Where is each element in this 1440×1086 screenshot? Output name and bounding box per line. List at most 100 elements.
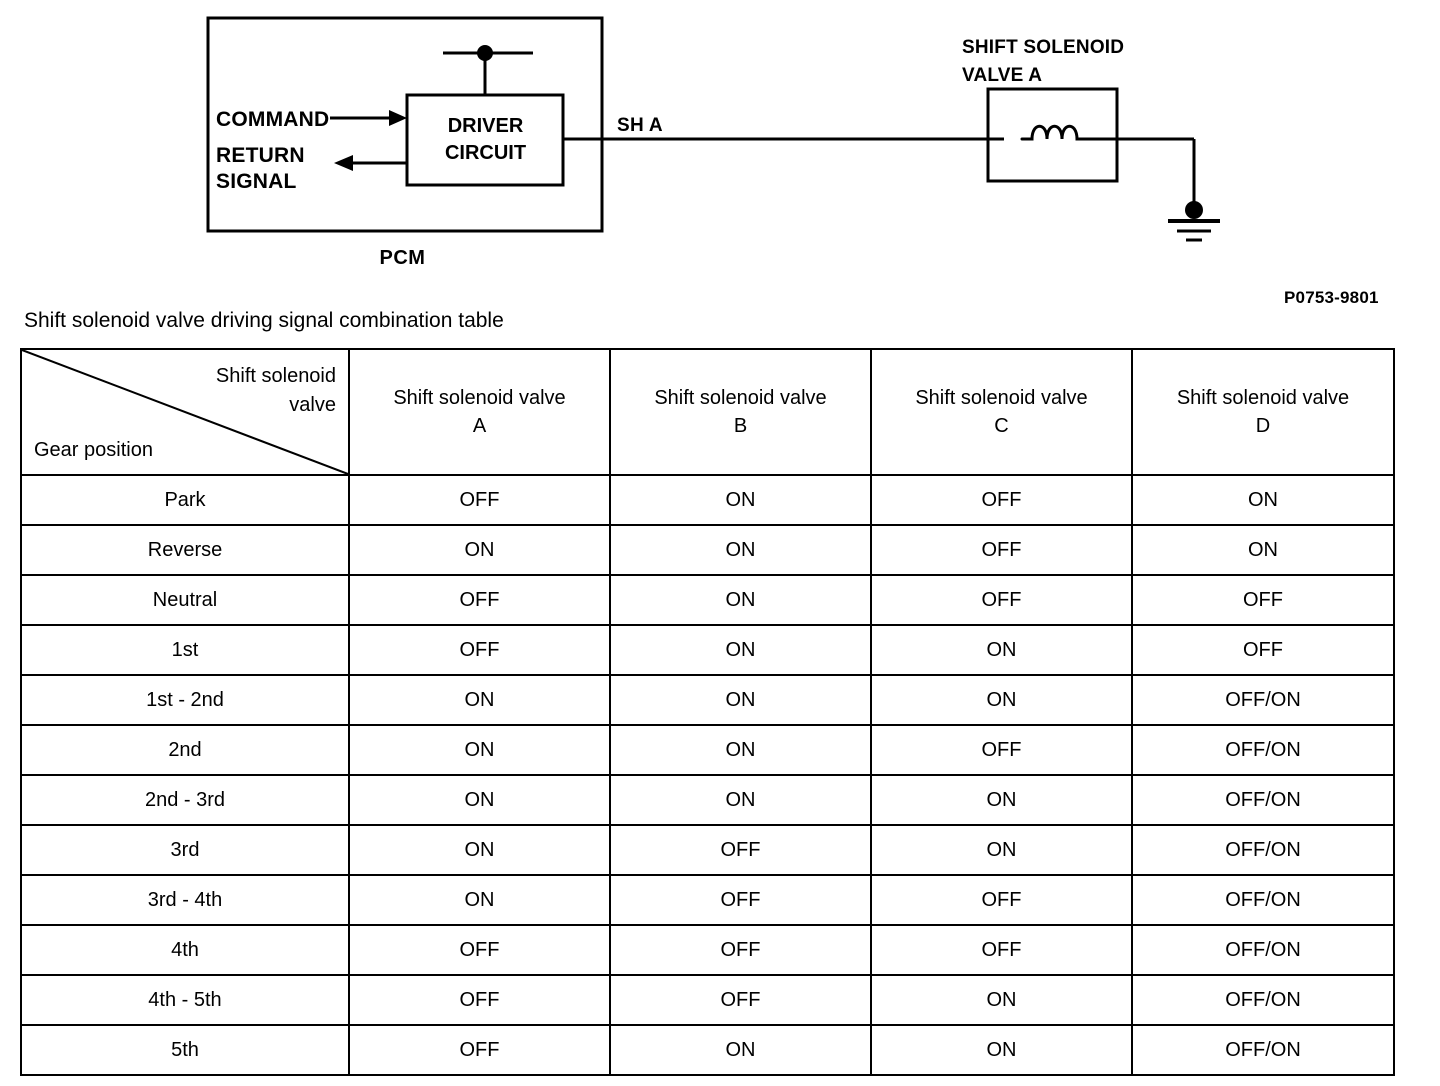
valve-b-state-cell: OFF: [609, 924, 872, 976]
valve-c-state-cell: ON: [870, 1024, 1133, 1076]
column-header-valve-c-line2: C: [994, 415, 1009, 437]
arrow-right-icon: [389, 110, 407, 126]
valve-d-state-cell: OFF: [1131, 624, 1395, 676]
valve-d-state-cell: OFF/ON: [1131, 824, 1395, 876]
valve-c-state-cell: OFF: [870, 474, 1133, 526]
gear-position-cell: Reverse: [20, 524, 350, 576]
command-label: COMMAND: [216, 108, 330, 131]
valve-b-state-cell: ON: [609, 524, 872, 576]
circuit-schematic-svg: [206, 16, 1220, 242]
valve-c-state-cell: ON: [870, 974, 1133, 1026]
pcm-label: PCM: [379, 247, 426, 269]
diagonal-divider-icon: [22, 350, 348, 474]
valve-a-state-cell: ON: [348, 824, 611, 876]
column-header-valve-d-line1: Shift solenoid valve: [1176, 387, 1350, 409]
column-axis-label: Shift solenoid valve: [215, 365, 336, 416]
gear-position-cell: 5th: [20, 1024, 350, 1076]
driver-circuit-label: DRIVER CIRCUIT: [444, 115, 527, 164]
inductor-coil-icon: [1020, 124, 1088, 141]
valve-a-state-cell: OFF: [348, 924, 611, 976]
valve-b-state-cell: ON: [609, 474, 872, 526]
return-signal-label: RETURN SIGNAL: [216, 144, 305, 193]
column-header-valve-d: Shift solenoid valve D: [1131, 348, 1395, 476]
gear-position-cell: Park: [20, 474, 350, 526]
valve-d-state-cell: OFF: [1131, 574, 1395, 626]
gear-position-cell: 4th: [20, 924, 350, 976]
gear-position-cell: 4th - 5th: [20, 974, 350, 1026]
valve-a-state-cell: OFF: [348, 574, 611, 626]
gear-position-cell: 2nd: [20, 724, 350, 776]
valve-d-state-cell: ON: [1131, 474, 1395, 526]
valve-d-state-cell: OFF/ON: [1131, 874, 1395, 926]
column-header-valve-a-line2: A: [472, 415, 487, 437]
valve-a-state-cell: ON: [348, 724, 611, 776]
combination-table-container: Shift solenoid valve Gear position Shift…: [20, 348, 1395, 1076]
valve-c-state-cell: OFF: [870, 924, 1133, 976]
row-axis-label: Gear position: [34, 439, 153, 461]
valve-b-state-cell: ON: [609, 774, 872, 826]
valve-a-state-cell: OFF: [348, 474, 611, 526]
valve-a-state-cell: ON: [348, 874, 611, 926]
valve-c-state-cell: OFF: [870, 874, 1133, 926]
valve-d-state-cell: OFF/ON: [1131, 924, 1395, 976]
valve-a-state-cell: ON: [348, 524, 611, 576]
valve-b-state-cell: ON: [609, 1024, 872, 1076]
valve-d-state-cell: OFF/ON: [1131, 774, 1395, 826]
table-caption: Shift solenoid valve driving signal comb…: [24, 309, 504, 332]
valve-b-state-cell: ON: [609, 674, 872, 726]
gear-position-cell: Neutral: [20, 574, 350, 626]
gear-position-cell: 3rd - 4th: [20, 874, 350, 926]
valve-a-state-cell: OFF: [348, 624, 611, 676]
valve-b-state-cell: OFF: [609, 974, 872, 1026]
valve-c-state-cell: OFF: [870, 724, 1133, 776]
valve-c-state-cell: ON: [870, 624, 1133, 676]
valve-b-state-cell: ON: [609, 624, 872, 676]
valve-d-state-cell: OFF/ON: [1131, 974, 1395, 1026]
valve-a-state-cell: ON: [348, 774, 611, 826]
junction-dot-icon: [477, 45, 493, 61]
valve-a-state-cell: OFF: [348, 1024, 611, 1076]
column-header-valve-c-line1: Shift solenoid valve: [915, 387, 1088, 409]
arrow-left-icon: [334, 155, 353, 171]
valve-d-state-cell: OFF/ON: [1131, 674, 1395, 726]
corner-header-cell: Shift solenoid valve Gear position: [20, 348, 350, 476]
valve-c-state-cell: ON: [870, 824, 1133, 876]
column-header-valve-d-line2: D: [1255, 415, 1271, 437]
column-header-valve-a-line1: Shift solenoid valve: [393, 387, 566, 409]
gear-position-cell: 3rd: [20, 824, 350, 876]
column-header-valve-b: Shift solenoid valve B: [609, 348, 872, 476]
valve-c-state-cell: ON: [870, 774, 1133, 826]
valve-b-state-cell: ON: [609, 574, 872, 626]
valve-b-state-cell: OFF: [609, 874, 872, 926]
valve-d-state-cell: ON: [1131, 524, 1395, 576]
column-header-valve-c: Shift solenoid valve C: [870, 348, 1133, 476]
valve-b-state-cell: OFF: [609, 824, 872, 876]
valve-d-state-cell: OFF/ON: [1131, 1024, 1395, 1076]
gear-position-cell: 1st: [20, 624, 350, 676]
column-header-valve-b-line1: Shift solenoid valve: [654, 387, 827, 409]
gear-position-cell: 2nd - 3rd: [20, 774, 350, 826]
valve-a-state-cell: OFF: [348, 974, 611, 1026]
valve-a-state-cell: ON: [348, 674, 611, 726]
reference-code: P0753-9801: [1284, 288, 1379, 307]
column-header-valve-b-line2: B: [733, 415, 748, 437]
shift-solenoid-valve-a-label: SHIFT SOLENOID VALVE A: [962, 37, 1125, 86]
table-header-row: Shift solenoid valve Gear position Shift…: [20, 348, 1395, 476]
valve-d-state-cell: OFF/ON: [1131, 724, 1395, 776]
valve-c-state-cell: OFF: [870, 574, 1133, 626]
pcm-enclosure-box: [206, 16, 604, 233]
valve-b-state-cell: ON: [609, 724, 872, 776]
